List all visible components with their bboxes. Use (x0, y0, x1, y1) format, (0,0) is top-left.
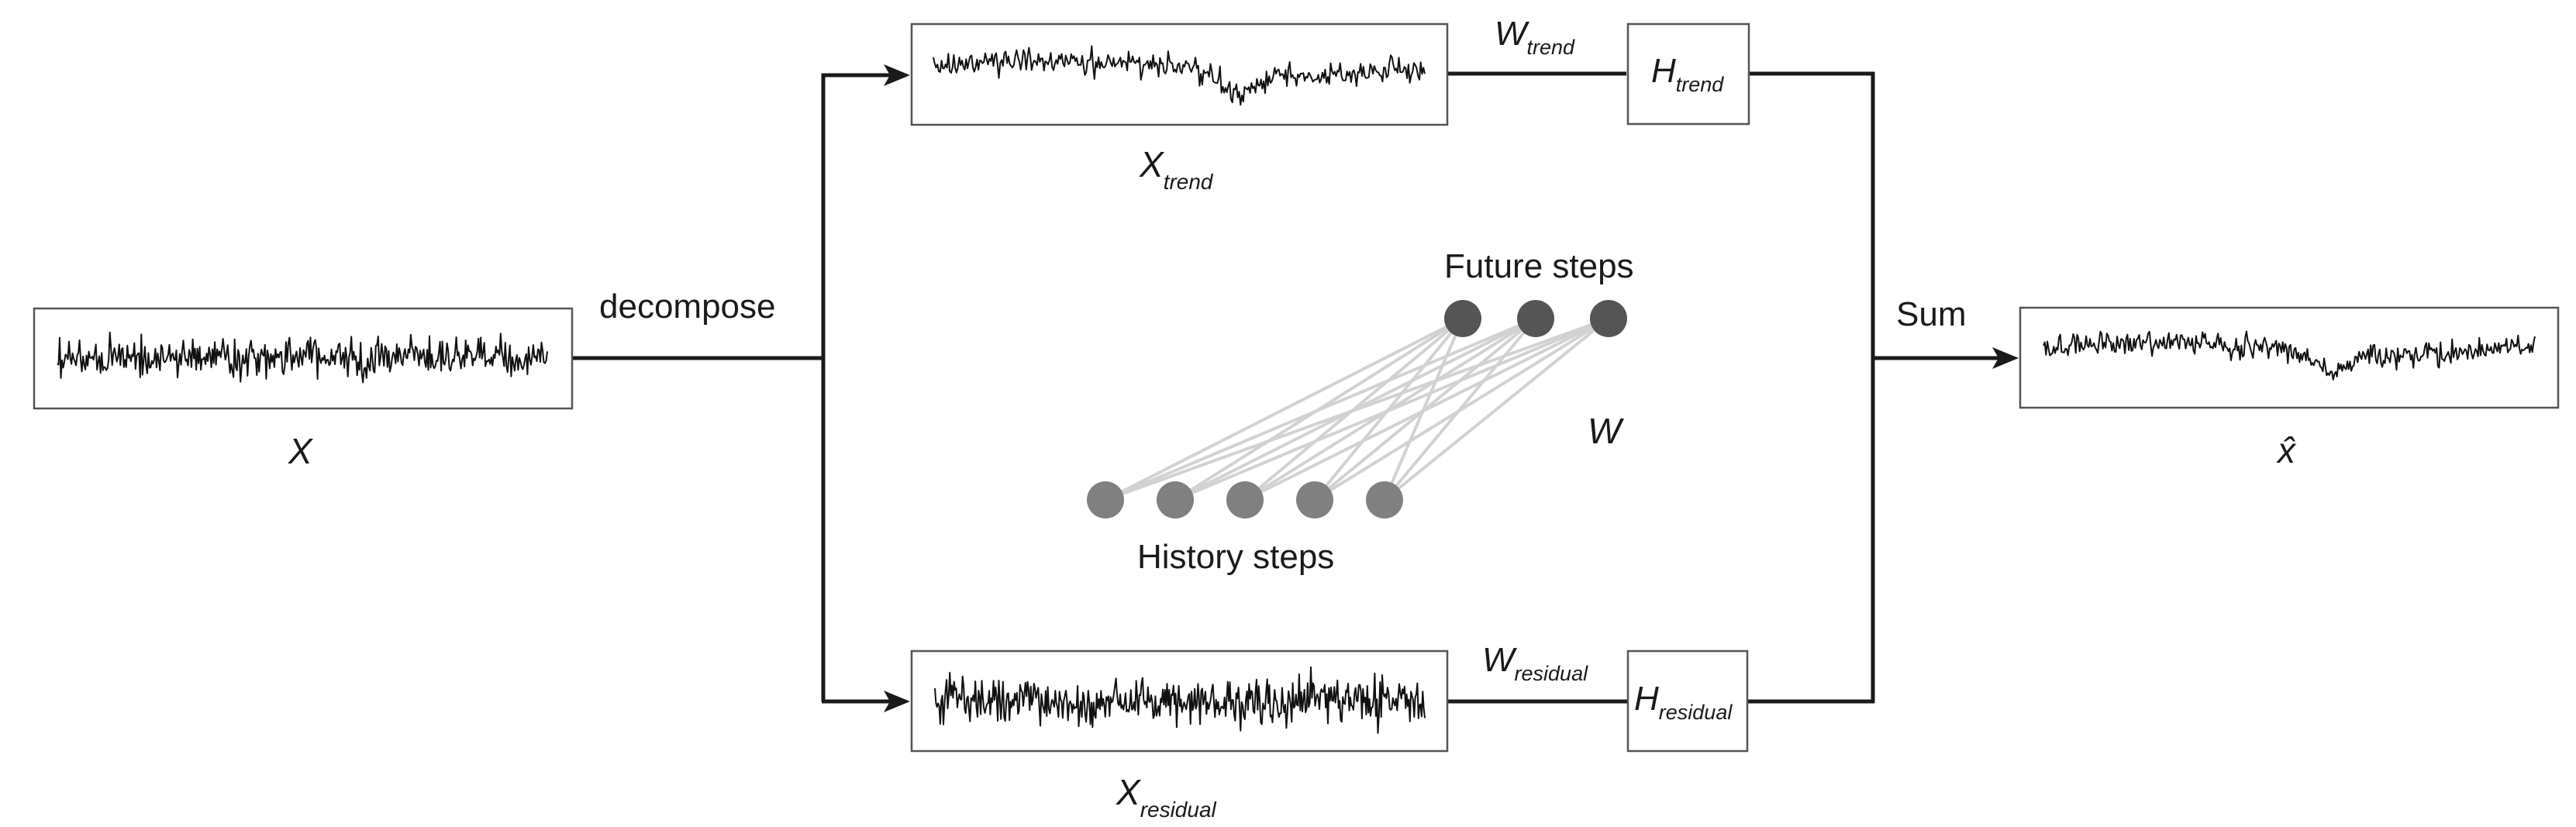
x-label: X (288, 431, 314, 471)
future-step-node (1517, 300, 1554, 337)
h-trend-box (1626, 22, 1750, 126)
h-residual-box (1626, 650, 1749, 753)
network-edge (1313, 317, 1464, 501)
history-step-node (1366, 481, 1403, 519)
network-edge (1243, 317, 1464, 501)
x-hat-label: x̂ (2276, 430, 2297, 470)
trend-signal-waveform (933, 45, 1426, 106)
future-step-node (1444, 300, 1481, 337)
trend-branch-arrowhead (884, 64, 910, 86)
w-residual-label: Wresidual (1482, 641, 1588, 685)
residual-signal-waveform (934, 666, 1426, 734)
network-edges (1105, 317, 1610, 501)
h-residual-label: Hresidual (1634, 680, 1733, 724)
history-step-node (1157, 481, 1194, 519)
h-trend-label: Htrend (1651, 52, 1724, 96)
w-weight-label: W (1588, 411, 1625, 451)
decompose-label: decompose (599, 288, 775, 326)
wires (572, 64, 2019, 712)
network-edge (1383, 318, 1464, 501)
network-edge (1174, 317, 1464, 501)
history-step-node (1226, 481, 1264, 519)
x-residual-label: Xresidual (1116, 772, 1217, 822)
output-signal-box (2019, 306, 2560, 409)
future-steps-label: Future steps (1444, 247, 1634, 285)
trend-signal-box (910, 22, 1449, 126)
history-step-node (1296, 481, 1333, 519)
history-step-node (1087, 481, 1124, 519)
sum-label: Sum (1896, 295, 1966, 333)
input-signal-panel (33, 307, 574, 410)
output-signal-panel (2019, 306, 2560, 409)
history-steps-label: History steps (1137, 538, 1334, 576)
trend-signal-panel (910, 22, 1449, 126)
residual-signal-panel (910, 650, 1449, 753)
input-signal-waveform (57, 331, 548, 384)
sum-arrowhead (1992, 347, 2019, 369)
output-signal-waveform (2043, 330, 2536, 381)
network-edge (1383, 317, 1610, 501)
network-edge (1105, 317, 1464, 501)
x-trend-label: Xtrend (1139, 144, 1214, 194)
network-edge (1383, 317, 1537, 501)
network-nodes (1087, 300, 1627, 519)
future-step-node (1590, 300, 1627, 337)
w-trend-label: Wtrend (1495, 15, 1575, 59)
residual-branch-arrowhead (884, 691, 910, 712)
